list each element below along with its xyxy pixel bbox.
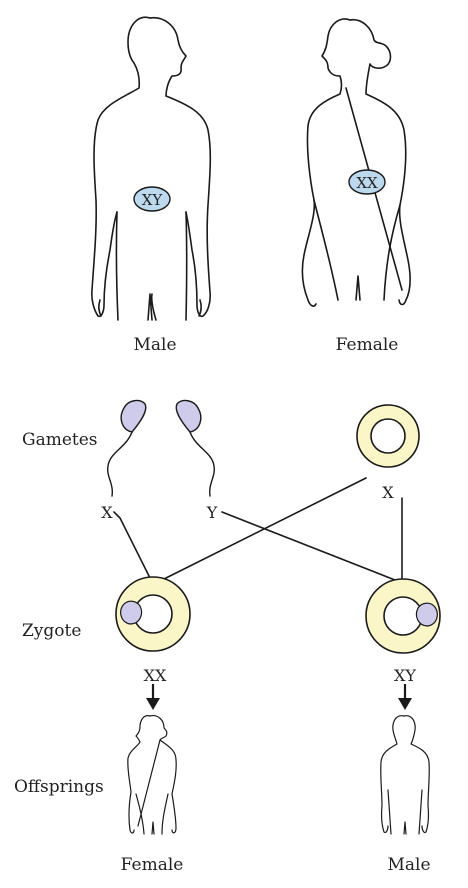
- offspring-male-label: Male: [387, 855, 430, 875]
- zygote-female: [115, 576, 191, 652]
- male-label: Male: [133, 335, 176, 355]
- offspring-female-figure: [127, 715, 177, 835]
- sperm-x-gamete: [106, 399, 147, 497]
- male-nucleus: XY: [133, 186, 171, 212]
- egg-gamete: [356, 404, 420, 468]
- zygote-label: Zygote: [22, 621, 81, 641]
- offspring-female-label: Female: [121, 855, 184, 875]
- gametes-label: Gametes: [22, 430, 98, 450]
- egg-x-chromosome-label: X: [382, 483, 394, 502]
- sperm-y-chromosome-label: Y: [206, 503, 218, 522]
- fertilization-lines: [113, 477, 403, 583]
- arrow-down-icon: [398, 684, 412, 710]
- offspring-right-chromosome-label: XY: [394, 666, 416, 685]
- sperm-x-chromosome-label: X: [101, 503, 113, 522]
- female-nucleus: XX: [348, 169, 386, 195]
- male-chromosome-label: XY: [142, 191, 164, 209]
- arrow-down-icon: [146, 684, 160, 710]
- female-chromosome-label: XX: [356, 174, 378, 192]
- offsprings-label: Offsprings: [14, 777, 104, 797]
- female-label: Female: [336, 335, 399, 355]
- offspring-male-figure: [380, 715, 430, 835]
- male-figure: [91, 16, 212, 321]
- female-figure: [301, 18, 411, 307]
- sperm-y-gamete: [175, 399, 216, 497]
- zygote-male: [365, 578, 441, 654]
- offspring-left-chromosome-label: XX: [144, 666, 167, 685]
